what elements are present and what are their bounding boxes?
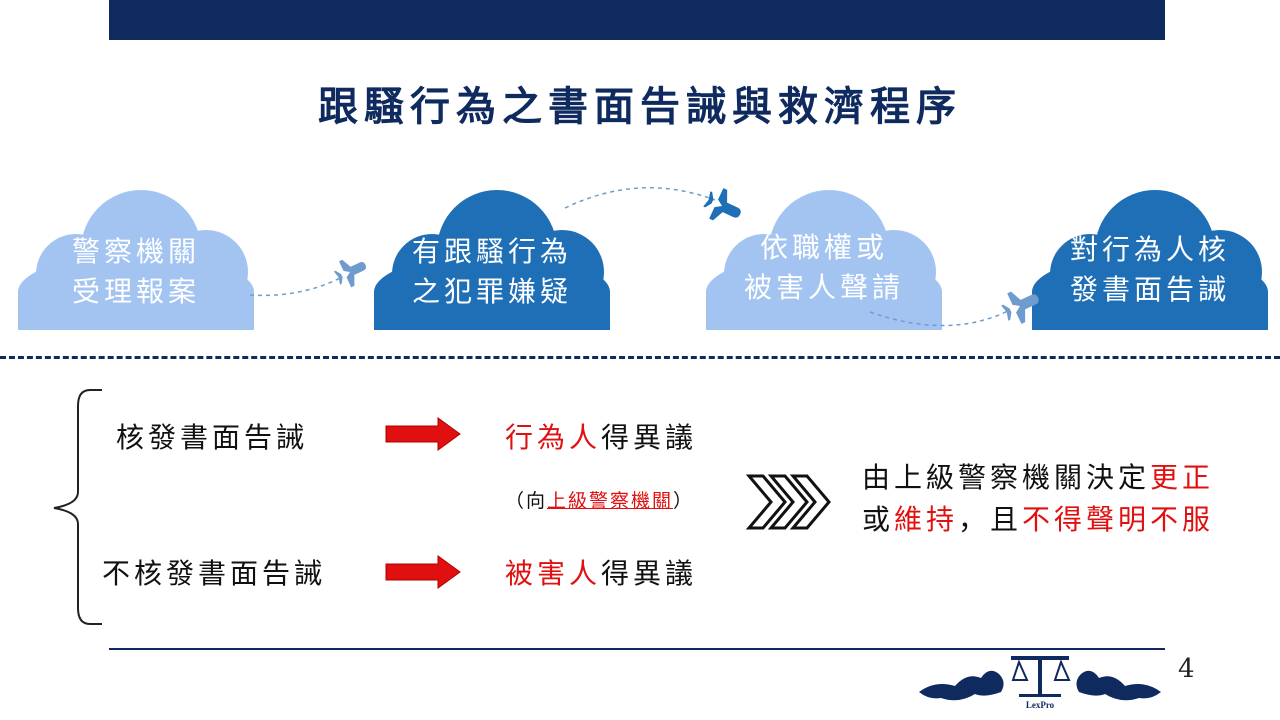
not-issued-objection-text: 被害人得異議	[505, 557, 698, 590]
curly-brace	[53, 389, 102, 625]
dashed-path-1	[249, 277, 341, 297]
not-issued-warning-label: 不核發書面告誡	[102, 557, 327, 590]
arrow-right-icon	[385, 555, 461, 589]
plane-icon	[699, 183, 748, 230]
issued-warning-label: 核發書面告誡	[116, 421, 309, 454]
section-divider	[0, 356, 1280, 359]
cloud-step-2-text: 有跟騷行為 之犯罪嫌疑	[411, 235, 572, 308]
cloud-step-1-text: 警察機關 受理報案	[71, 235, 200, 308]
top-banner-bar	[109, 0, 1165, 40]
page-number: 4	[1178, 654, 1195, 684]
result-line-2: 或維持，且不得聲明不服	[862, 503, 1215, 536]
cloud-step-3-text: 依職權或 被害人聲請	[743, 231, 904, 304]
logo-text: LexPro	[1026, 700, 1055, 710]
dashed-path-2	[564, 187, 716, 209]
footer-rule	[109, 648, 1165, 650]
triple-chevron-icon	[745, 474, 831, 530]
arrow-right-icon	[385, 417, 461, 451]
result-line-1: 由上級警察機關決定更正	[862, 461, 1215, 494]
issued-objection-text: 行為人得異議	[505, 421, 698, 454]
page-title: 跟騷行為之書面告誡與救濟程序	[318, 83, 962, 130]
plane-icon	[330, 251, 372, 292]
objection-authority-note: （向上級警察機關）	[505, 490, 695, 512]
lexpro-logo: LexPro	[919, 656, 1161, 710]
cloud-step-4-text: 對行為人核 發書面告誡	[1069, 233, 1230, 306]
process-flow-diagram	[18, 183, 1268, 330]
dashed-path-3	[869, 309, 1011, 327]
